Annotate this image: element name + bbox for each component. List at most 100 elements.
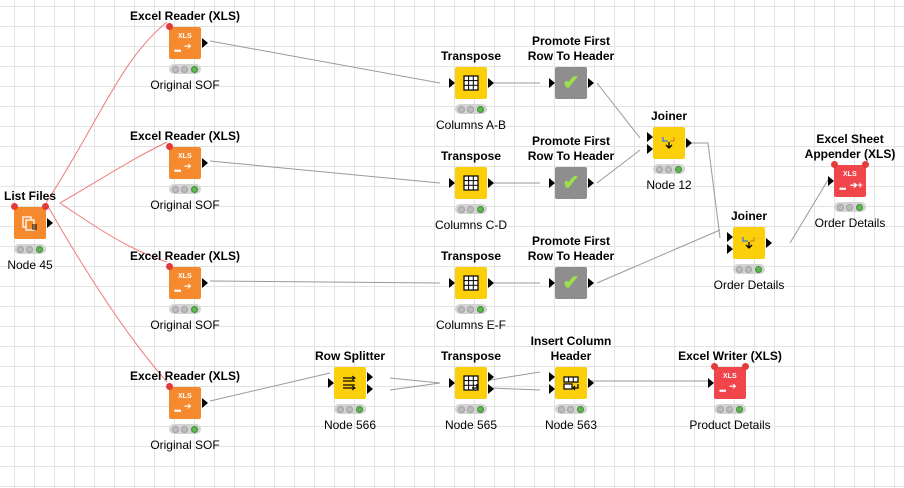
- node-label: Original SOF: [150, 318, 220, 332]
- xls-writer-icon: XLS➔•••: [719, 373, 737, 396]
- node-icon-box[interactable]: [449, 67, 494, 99]
- input-port[interactable]: [328, 378, 334, 388]
- flow-port-out[interactable]: [862, 161, 869, 168]
- output-port[interactable]: [686, 138, 692, 148]
- flow-port-in[interactable]: [11, 203, 18, 210]
- checkmark-icon: ✔: [562, 172, 580, 194]
- node-joiner-2[interactable]: Joiner Order Details: [689, 209, 809, 292]
- node-icon-box[interactable]: [11, 203, 53, 239]
- output-port[interactable]: [588, 378, 594, 388]
- output-port[interactable]: [202, 158, 208, 168]
- output-port[interactable]: [588, 178, 594, 188]
- flow-port-in[interactable]: [166, 23, 173, 30]
- flow-port-in[interactable]: [166, 263, 173, 270]
- output-port[interactable]: [202, 38, 208, 48]
- output-port[interactable]: [488, 278, 494, 288]
- node-icon-box[interactable]: [647, 127, 692, 159]
- flow-port-out[interactable]: [742, 363, 749, 370]
- input-port-bottom[interactable]: [647, 144, 653, 154]
- output-port[interactable]: [47, 218, 53, 228]
- node-transpose-1[interactable]: Transpose Columns A-B: [411, 49, 531, 132]
- node-label: Columns E-F: [435, 318, 506, 332]
- node-icon-box[interactable]: [449, 367, 494, 399]
- input-port[interactable]: [708, 378, 714, 388]
- data-link: [596, 229, 721, 284]
- node-icon-box[interactable]: [727, 227, 772, 259]
- node-promote-header-1[interactable]: Promote First Row To Header ✔: [511, 34, 631, 99]
- node-insert-column-header[interactable]: Insert Column Header Node 563: [511, 334, 631, 432]
- flow-port-in[interactable]: [166, 143, 173, 150]
- node-icon-box[interactable]: [449, 167, 494, 199]
- node-icon-box[interactable]: XLS•••➔+: [828, 161, 869, 197]
- node-icon-box[interactable]: ✔: [549, 67, 594, 99]
- output-port[interactable]: [588, 278, 594, 288]
- node-icon-box[interactable]: XLS➔•••: [166, 383, 208, 419]
- node-icon-box[interactable]: XLS➔•••: [166, 143, 208, 179]
- node-icon-box[interactable]: ✔: [549, 267, 594, 299]
- output-port[interactable]: [488, 178, 494, 188]
- output-port-bottom[interactable]: [488, 384, 494, 394]
- table-grid-icon: [463, 275, 479, 291]
- node-promote-header-3[interactable]: Promote First Row To Header ✔: [511, 234, 631, 299]
- input-port[interactable]: [549, 78, 555, 88]
- output-port[interactable]: [202, 398, 208, 408]
- node-transpose-3[interactable]: Transpose Columns E-F: [411, 249, 531, 332]
- input-port-top[interactable]: [727, 232, 733, 242]
- output-port[interactable]: [202, 278, 208, 288]
- flow-port-in[interactable]: [166, 383, 173, 390]
- node-icon-box[interactable]: XLS➔•••: [708, 363, 749, 399]
- output-port[interactable]: [488, 78, 494, 88]
- title-line-1: Insert Column: [530, 334, 612, 348]
- input-port[interactable]: [449, 78, 455, 88]
- flow-port-out[interactable]: [42, 203, 49, 210]
- output-port-top[interactable]: [367, 372, 373, 382]
- list-files-icon: [22, 216, 37, 231]
- node-transpose-2[interactable]: Transpose Columns C-D: [411, 149, 531, 232]
- input-port[interactable]: [449, 278, 455, 288]
- node-joiner-1[interactable]: Joiner Node 12: [609, 109, 729, 192]
- input-port[interactable]: [549, 178, 555, 188]
- output-port-bottom[interactable]: [367, 384, 373, 394]
- node-icon-box[interactable]: XLS➔•••: [166, 263, 208, 299]
- input-port[interactable]: [828, 176, 834, 186]
- node-excel-sheet-appender[interactable]: Excel Sheet Appender (XLS) XLS•••➔+ Orde…: [790, 132, 904, 230]
- title-line-2: Row To Header: [527, 149, 615, 163]
- node-icon-box[interactable]: [328, 367, 373, 399]
- input-port[interactable]: [549, 278, 555, 288]
- title-line-2: Row To Header: [527, 249, 615, 263]
- node-transpose-4[interactable]: Transpose Node 565: [411, 349, 531, 432]
- status-traffic-light: [455, 304, 487, 314]
- node-list-files[interactable]: List Files Node 45: [0, 189, 90, 272]
- flow-port-in[interactable]: [711, 363, 718, 370]
- input-port[interactable]: [449, 178, 455, 188]
- flow-port-in[interactable]: [831, 161, 838, 168]
- table-grid-icon: [463, 175, 479, 191]
- input-port-top[interactable]: [549, 372, 555, 382]
- output-port[interactable]: [588, 78, 594, 88]
- xls-append-icon: XLS•••➔+: [839, 171, 863, 194]
- input-port-bottom[interactable]: [727, 244, 733, 254]
- status-traffic-light: [653, 164, 685, 174]
- status-traffic-light: [169, 184, 201, 194]
- node-excel-reader-2[interactable]: Excel Reader (XLS) XLS➔••• Original SOF: [125, 129, 245, 212]
- node-label: Columns A-B: [435, 118, 507, 132]
- node-icon-box[interactable]: [449, 267, 494, 299]
- node-icon-box[interactable]: ✔: [549, 167, 594, 199]
- status-traffic-light: [555, 404, 587, 414]
- output-port-top[interactable]: [488, 372, 494, 382]
- node-excel-reader-1[interactable]: Excel Reader (XLS) XLS➔••• Original SOF: [125, 9, 245, 92]
- input-port[interactable]: [449, 378, 455, 388]
- node-icon-box[interactable]: [549, 367, 594, 399]
- output-port[interactable]: [766, 238, 772, 248]
- node-excel-reader-3[interactable]: Excel Reader (XLS) XLS➔••• Original SOF: [125, 249, 245, 332]
- input-port-bottom[interactable]: [549, 384, 555, 394]
- node-icon-box[interactable]: XLS➔•••: [166, 23, 208, 59]
- node-excel-writer[interactable]: Excel Writer (XLS) XLS➔••• Product Detai…: [670, 349, 790, 432]
- node-title: Excel Reader (XLS): [129, 369, 241, 383]
- input-port-top[interactable]: [647, 132, 653, 142]
- node-excel-reader-4[interactable]: Excel Reader (XLS) XLS➔••• Original SOF: [125, 369, 245, 452]
- node-row-splitter[interactable]: Row Splitter Node 566: [290, 349, 410, 432]
- node-promote-header-2[interactable]: Promote First Row To Header ✔: [511, 134, 631, 199]
